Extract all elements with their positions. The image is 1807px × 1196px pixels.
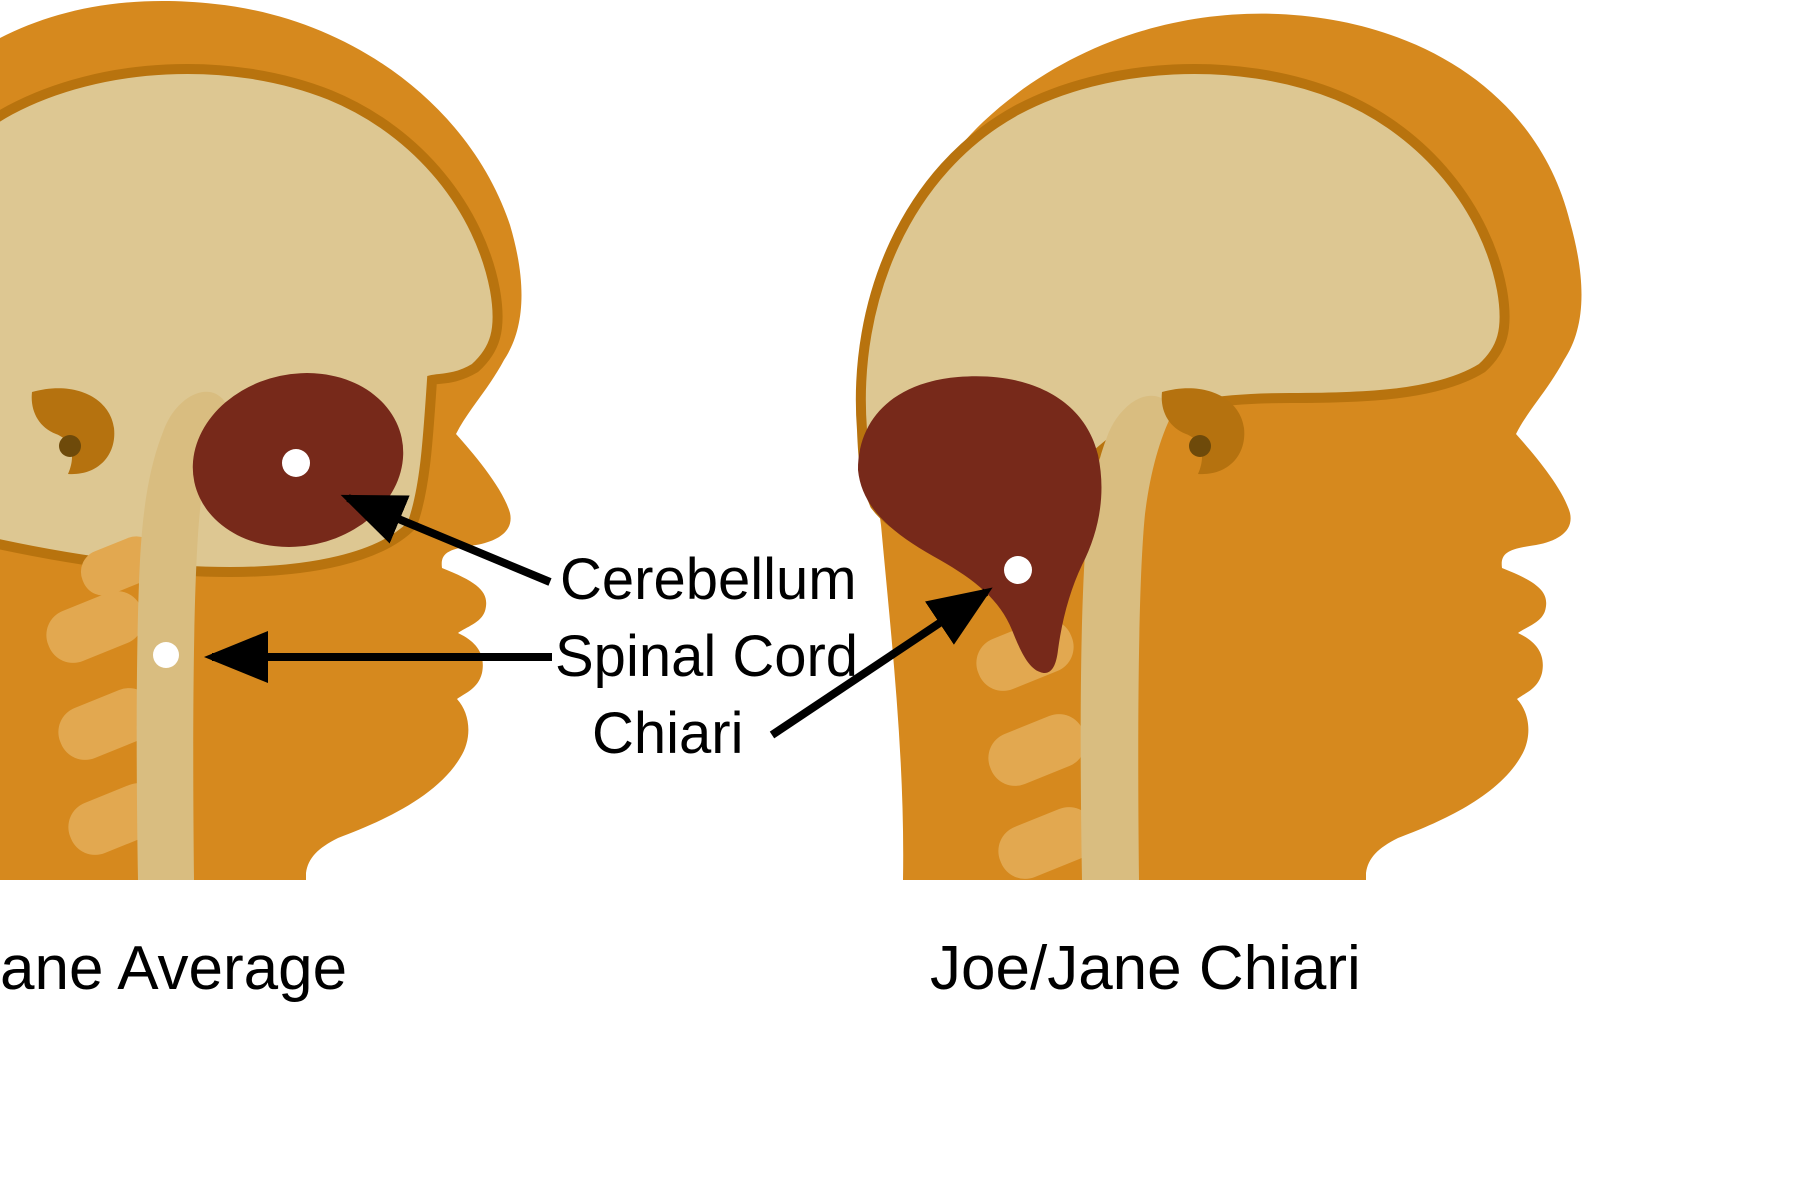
left-head-caption: ane Average [0,934,348,1003]
spinal-cord-label: Spinal Cord [555,624,859,689]
cerebellum-arrow [340,494,552,586]
right-vertebra-3 [998,807,1096,879]
right-head-caption: Joe/Jane Chiari [930,934,1361,1003]
chiari-label: Chiari [592,701,744,766]
spinal-cord-marker-dot [153,642,179,668]
right-vertebra-2 [988,714,1086,786]
right-spinal-cord [1080,395,1173,880]
left-ear-bone [31,388,115,475]
chiari-marker-dot [1004,556,1032,584]
right-ear-bone [1161,388,1245,475]
right-cerebellum-herniated [858,376,1102,674]
right-head-figure [855,13,1582,880]
left-vertebra-1 [46,591,144,663]
annotation-arrows [204,494,993,739]
cerebellum-marker-dot [282,449,310,477]
left-vertebra-2 [58,688,156,760]
cerebellum-label: Cerebellum [560,547,857,612]
left-ear-canal-dot [59,435,81,457]
left-head-figure [0,1,522,880]
left-spinal-cord [136,391,228,880]
chiari-arrow [769,587,993,739]
right-ear-canal-dot [1189,435,1211,457]
